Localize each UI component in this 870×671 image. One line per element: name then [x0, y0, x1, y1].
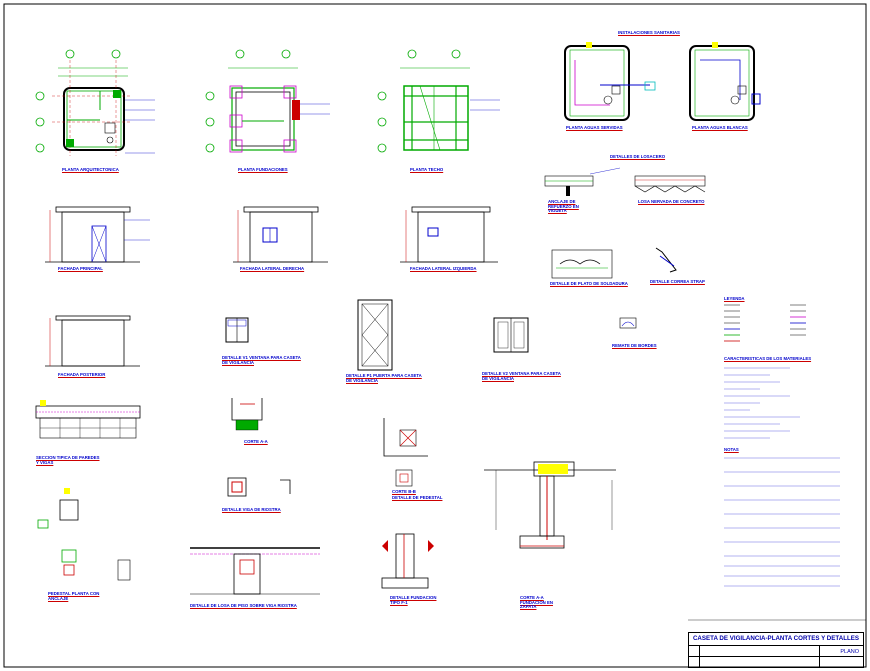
label-detalle-pedestal: DETALLE DE PEDESTAL — [392, 495, 443, 500]
planta-aguas-blancas — [689, 42, 761, 121]
fachada-lateral-izquierda — [400, 206, 498, 263]
leyenda-block — [724, 304, 806, 342]
planta-aguas-servidas — [564, 42, 656, 121]
fachada-principal — [45, 206, 150, 263]
caracteristicas-block — [724, 367, 800, 439]
label-detalle-fundacion: DETALLE FUNDACION TIPO F-1 — [390, 595, 437, 605]
label-instalaciones: INSTALACIONES SANITARIAS — [618, 30, 680, 35]
label-fachada-lateral-der: FACHADA LATERAL DERECHA — [240, 266, 305, 271]
label-leyenda: LEYENDA — [724, 296, 745, 301]
label-planta-aguas-blancas: PLANTA AGUAS BLANCAS — [692, 125, 748, 130]
sheet-border — [3, 3, 867, 668]
label-planta-aguas-servidas: PLANTA AGUAS SERVIDAS — [566, 125, 623, 130]
seccion-paredes-vigas — [35, 400, 141, 439]
label-pedestal-anclaje: PEDESTAL PLANTA CON ANCLAJE — [48, 591, 100, 601]
detalle-fundacion-f1 — [381, 533, 434, 589]
label-ventana-v2: DETALLE V2 VENTANA PARA CASETA DE VIGILA… — [482, 371, 561, 381]
pedestal-anclaje — [37, 488, 131, 581]
planta-arquitectonica — [35, 49, 155, 156]
corte-aa-pared — [231, 398, 263, 431]
label-fachada-principal: FACHADA PRINCIPAL — [58, 266, 103, 271]
corte-bb-pedestal — [383, 418, 428, 487]
detalle-v1-ventana — [225, 317, 249, 343]
label-detalles-losa: DETALLES DE LOSACERO — [610, 154, 666, 159]
title-block-row — [689, 646, 863, 657]
label-puerta-p1: DETALLE P1 PUERTA PARA CASETA DE VIGILAN… — [346, 373, 422, 383]
label-corte-aa: CORTE A-A — [244, 439, 268, 444]
label-notas: NOTAS — [724, 447, 739, 452]
planta-fundaciones — [205, 49, 330, 153]
label-planta-techo: PLANTA TECHO — [410, 167, 444, 172]
label-losa-piso: DETALLE DE LOSA DE PISO SOBRE VIGA RIOST… — [190, 603, 297, 608]
corte-fundacion-zapata — [484, 461, 616, 549]
label-anclaje: ANCLAJE DE REFUERZO EN VIGUETA — [548, 199, 579, 214]
sheet-title: CASETA DE VIGILANCIA-PLANTA CORTES Y DET… — [689, 633, 863, 646]
detalle-plato-soldadura — [551, 249, 613, 279]
label-detalle-plato: DETALLE DE PLATO DE SOLDADURA — [550, 281, 628, 286]
plano-label: PLANO — [840, 649, 859, 655]
detalle-p1-puerta — [357, 299, 393, 371]
label-detalle-correa: DETALLE CORREA STRAP — [650, 279, 705, 284]
label-corte-fundacion: CORTE A-A FUNDACION EN ZAPATA — [520, 595, 553, 610]
detalle-anclaje — [544, 167, 621, 196]
losa-piso-riostra — [190, 547, 320, 595]
title-block-divider — [819, 645, 820, 667]
label-detalle-viga-riostra: DETALLE VIGA DE RIOSTRA — [222, 507, 281, 512]
label-caracteristicas: CARACTERISTICAS DE LOS MATERIALES — [724, 356, 812, 361]
remate-bordes — [619, 317, 637, 329]
label-remate-bordes: REMATE DE BORDES — [612, 343, 657, 348]
label-fachada-lateral-izq: FACHADA LATERAL IZQUIERDA — [410, 266, 477, 271]
title-block-divider — [699, 645, 700, 667]
label-planta-fundaciones: PLANTA FUNDACIONES — [238, 167, 288, 172]
fachada-posterior — [45, 315, 140, 367]
notas-block — [724, 457, 840, 587]
label-seccion-paredes: SECCION TIPICA DE PAREDES Y VIGAS — [36, 455, 100, 465]
label-planta-arquitectonica: PLANTA ARQUITECTONICA — [62, 167, 119, 172]
detalle-v2-ventana — [493, 317, 529, 353]
detalle-losa-nervada — [634, 175, 706, 193]
label-losa-nervada: LOSA NERVADA DE CONCRETO — [638, 199, 705, 204]
detalle-correa-strap — [655, 247, 677, 273]
label-corte-bb: CORTE B-B — [392, 489, 416, 494]
planta-techo — [377, 49, 500, 153]
detalle-viga-riostra — [227, 477, 291, 497]
fachada-lateral-derecha — [233, 206, 328, 263]
label-fachada-posterior: FACHADA POSTERIOR — [58, 372, 106, 377]
label-ventana-v1: DETALLE V1 VENTANA PARA CASETA DE VIGILA… — [222, 355, 301, 365]
title-block: CASETA DE VIGILANCIA-PLANTA CORTES Y DET… — [688, 632, 864, 668]
